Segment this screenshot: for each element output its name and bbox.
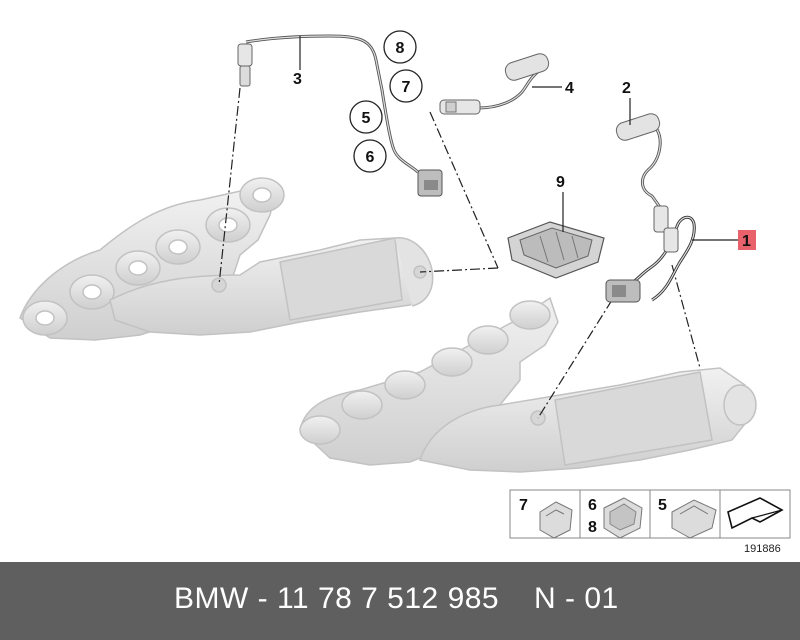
circled-callouts xyxy=(349,30,423,173)
page-reference: N - 01 xyxy=(534,582,619,615)
part-number: BMW - 11 78 7 512 985 xyxy=(174,582,500,615)
oxygen-sensor-4 xyxy=(439,53,550,115)
clip-icon xyxy=(539,501,573,539)
exhaust-manifold-lower xyxy=(299,296,757,473)
callout-1: 1 xyxy=(742,233,751,250)
clip-icon-3 xyxy=(671,499,717,539)
callout-4: 4 xyxy=(565,80,574,97)
callout-2: 2 xyxy=(622,80,631,97)
callout-leaders xyxy=(299,36,738,241)
circled-callout-7: 7 xyxy=(402,79,411,96)
circled-callout-8: 8 xyxy=(396,40,405,57)
exhaust-manifold-upper xyxy=(19,177,434,341)
parts-diagram: 3 4 2 9 1 8 7 5 6 7 6 8 xyxy=(19,30,791,555)
legend-label-6: 6 xyxy=(588,497,597,514)
legend-label-7: 7 xyxy=(519,497,528,514)
oxygen-sensor-1 xyxy=(605,215,696,303)
callout-1-highlight: 1 xyxy=(738,230,756,250)
legend-label-8: 8 xyxy=(588,519,597,536)
legend-label-5: 5 xyxy=(658,497,667,514)
callout-3: 3 xyxy=(293,71,302,88)
bracket-9 xyxy=(507,221,605,279)
oxygen-sensor-2 xyxy=(615,113,669,233)
circled-callout-6: 6 xyxy=(366,149,375,166)
part-number-footer: BMW - 11 78 7 512 985 N - 01 xyxy=(0,562,800,640)
leader-lines xyxy=(218,87,701,419)
circled-callout-5: 5 xyxy=(362,110,371,127)
direction-arrow-icon xyxy=(727,497,784,530)
image-number: 191886 xyxy=(744,543,781,555)
callout-9: 9 xyxy=(556,174,565,191)
legend-strip xyxy=(509,489,791,539)
oxygen-sensor-3 xyxy=(237,34,443,197)
